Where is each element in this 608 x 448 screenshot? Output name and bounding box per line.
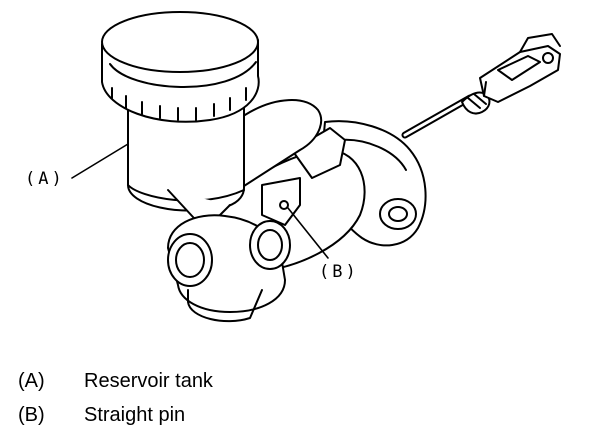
- reservoir-cap: [101, 11, 260, 123]
- outlet-port: [167, 214, 291, 323]
- leader-a: [71, 143, 129, 179]
- leader-b: [287, 207, 329, 259]
- push-rod: [401, 94, 474, 139]
- rod-boot: [461, 91, 491, 115]
- clevis: [479, 33, 561, 103]
- callout-a: (A): [25, 169, 65, 189]
- legend-key: (A): [18, 370, 45, 392]
- legend-label: Straight pin: [84, 404, 186, 426]
- callout-b: (B): [319, 262, 359, 282]
- legend-label: Reservoir tank: [84, 370, 213, 392]
- straight-pin: [279, 200, 289, 210]
- legend-key: (B): [18, 404, 45, 426]
- reservoir-tank: [127, 99, 245, 231]
- leader-lines: [71, 143, 329, 259]
